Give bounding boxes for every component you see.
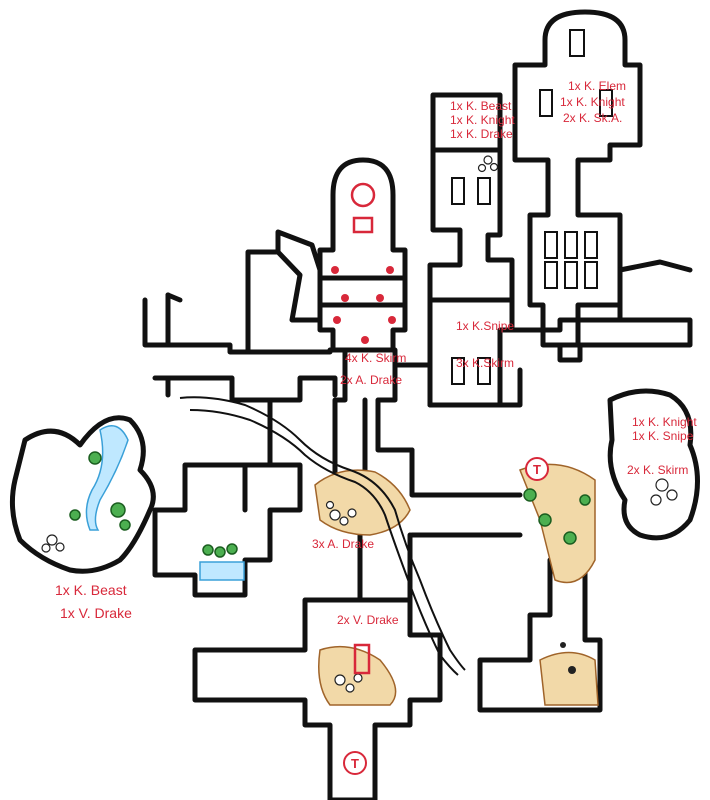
east-sand-area [519,463,596,584]
central-hall-west-wall [332,347,368,483]
coffin-tower [427,92,515,408]
coffin-icon [564,231,578,259]
label-sand-room: 3x A. Drake [312,537,374,551]
svg-text:2x K. Skirm: 2x K. Skirm [627,463,688,477]
svg-text:1x K. Beast: 1x K. Beast [55,582,127,598]
pillar-icon [333,316,341,324]
south-cross-room [192,597,443,800]
rock-cluster-central [325,500,357,526]
nw-spur [142,292,183,348]
label-east-cave: 1x K. Knight 1x K. Snipe 2x K. Skirm [627,415,697,477]
svg-text:3x K.Skirm: 3x K.Skirm [456,356,514,370]
pillar-icon [568,666,576,674]
pillar-icon [341,294,349,302]
trap-marker-east[interactable]: T [525,457,549,481]
relic-icon [353,643,371,675]
coffin-group-right-tower [539,29,613,289]
west-stub [152,292,171,381]
svg-text:1x K.Snipe: 1x K.Snipe [456,319,514,333]
coffin-icon [569,29,585,57]
main-corridor-south-wall [165,375,338,403]
svg-text:1x K. Knight: 1x K. Knight [450,113,515,127]
svg-text:1x K. Snipe: 1x K. Snipe [632,429,694,443]
coffin-group-mid-tower [451,177,491,385]
bush-cluster-pit [202,543,238,558]
pillar-icon [560,642,566,648]
winding-path-edge-a [179,396,466,671]
svg-text:1x V. Drake: 1x V. Drake [60,605,132,621]
trap-marker-icon [343,751,367,775]
label-south-room: 2x V. Drake [337,613,399,627]
pillar-icon [388,316,396,324]
coffin-icon [544,261,558,289]
svg-text:1x K. Drake: 1x K. Drake [450,127,513,141]
coffin-icon [599,89,613,117]
east-corridor [509,259,693,363]
label-tower-right: 1x K. Elem 1x K. Knight 2x K. Sk.A. [560,79,626,125]
nw-room [245,229,323,355]
coffin-icon [564,261,578,289]
trap-marker-icon [525,457,549,481]
central-hall-east-wall [375,347,415,453]
coffin-icon [584,261,598,289]
west-cave-stream [85,425,129,531]
west-cave [9,415,156,574]
bush-cluster-east [523,488,591,545]
label-tower-mid: 1x K. Beast 1x K. Knight 1x K. Drake [450,99,515,141]
se-sand-area [539,651,599,706]
svg-text:2x K. Sk.A.: 2x K. Sk.A. [563,111,622,125]
rock-cluster-tower [477,155,499,173]
svg-text:1x K. Elem: 1x K. Elem [568,79,626,93]
pillar-icon [361,336,369,344]
central-tower-inner-line [317,275,408,308]
svg-text:1x K. Beast: 1x K. Beast [450,99,512,113]
coffin-icon [539,89,553,117]
coffin-icon [477,177,491,205]
west-pit-room [152,462,303,598]
east-cave [607,388,700,541]
bush-cluster-west-cave [69,451,131,531]
winding-path-edge-b [189,409,459,676]
pillar-icon [331,266,339,274]
west-pit-connector [242,397,273,513]
svg-text:1x K. Knight: 1x K. Knight [632,415,697,429]
svg-text:1x K. Knight: 1x K. Knight [560,95,625,109]
svg-text:4x K. Skirm: 4x K. Skirm [345,351,406,365]
rock-cluster-east-cave [650,478,678,506]
pillar-icon [386,266,394,274]
rock-cluster-west-cave [41,534,65,553]
coffin-icon [544,231,558,259]
label-sniper-room: 1x K.Snipe 3x K.Skirm [456,319,514,370]
coffin-icon [451,177,465,205]
label-west-cave: 1x K. Beast 1x V. Drake [55,582,132,621]
pillar-row [331,266,396,344]
svg-text:2x A. Drake: 2x A. Drake [340,373,402,387]
south-corridor [357,532,413,603]
altar-block-icon [352,216,374,234]
coffin-tower-divider [427,147,515,303]
label-central-hall: 4x K. Skirm 2x A. Drake [340,351,406,387]
pillar-icon [376,294,384,302]
trap-marker-south[interactable]: T [343,751,367,775]
trap-label: T [351,756,359,771]
coffin-icon [477,357,491,385]
coffin-icon [584,231,598,259]
altar-circle-icon [350,182,376,208]
coffin-icon [451,357,465,385]
pit-water-icon [199,561,245,581]
trap-label: T [533,462,541,477]
